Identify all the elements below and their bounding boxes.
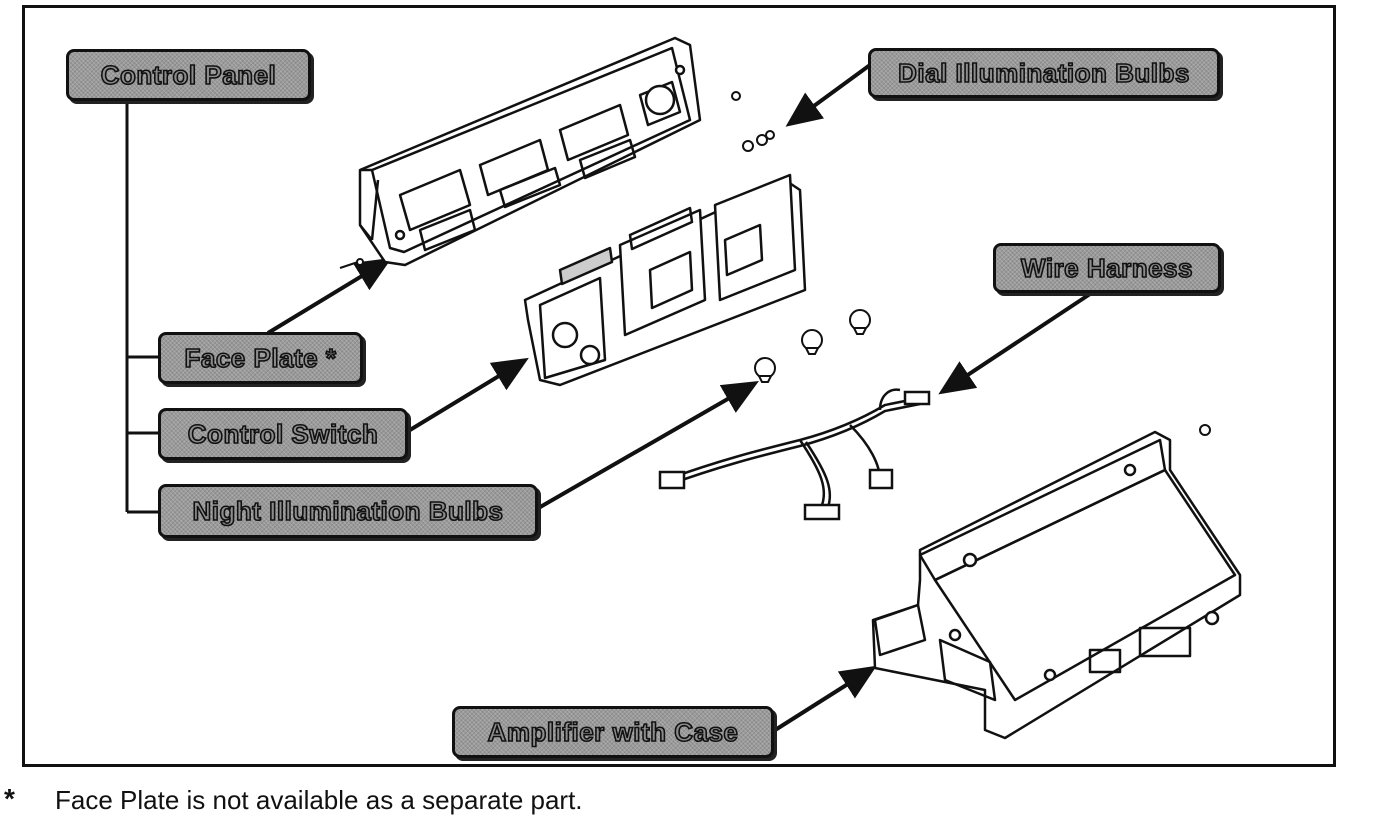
callout-bracket (125, 98, 160, 514)
label-dial-illumination-bulbs: Dial Illumination Bulbs (868, 48, 1220, 98)
arrow-control-switch (403, 357, 529, 435)
arrow-face-plate (266, 257, 392, 335)
amp-screw-part (1199, 424, 1211, 436)
label-amplifier-with-case: Amplifier with Case (452, 706, 774, 758)
dial-bulbs-part (731, 91, 775, 152)
wire-harness-part (658, 388, 931, 521)
footnote: * Face Plate is not available as a separ… (0, 783, 1376, 823)
label-control-panel: Control Panel (66, 49, 311, 101)
leader-arrows (266, 63, 1092, 734)
label-face-plate: Face Plate * (158, 332, 363, 384)
arrow-night-bulbs (534, 381, 759, 512)
footnote-text: Face Plate is not available as a separat… (55, 785, 583, 815)
night-bulbs-part (754, 309, 871, 383)
arrow-amplifier (770, 665, 877, 734)
control-switch-part (523, 173, 807, 387)
arrow-wire-harness (938, 292, 1092, 395)
screw-part (339, 258, 364, 269)
amplifier-part (871, 430, 1242, 740)
footnote-marker: * (4, 783, 15, 814)
label-night-illumination-bulbs: Night Illumination Bulbs (158, 484, 538, 538)
arrow-dial-bulbs (785, 63, 872, 127)
label-control-switch: Control Switch (158, 408, 408, 460)
label-wire-harness: Wire Harness (993, 243, 1221, 293)
control-panel-part (358, 36, 702, 267)
